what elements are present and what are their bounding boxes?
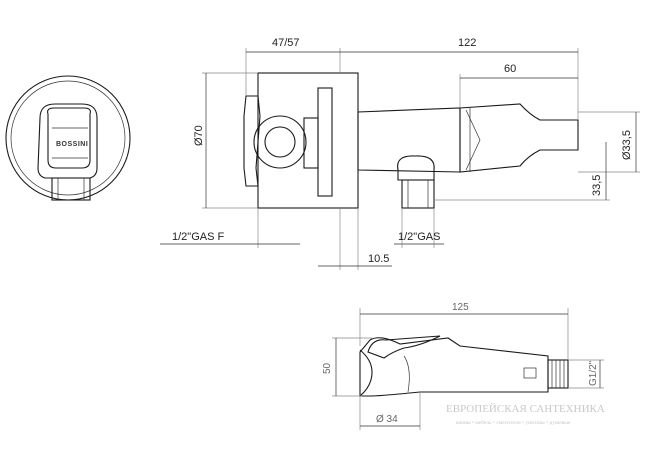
valve-knob-left bbox=[243, 95, 261, 187]
side-view: 47/57 122 60 Ø70 Ø33,5 33,5 1/2"GAS F 1/… bbox=[160, 37, 640, 270]
valve-ring-inner bbox=[264, 126, 296, 158]
shower-trigger bbox=[367, 335, 441, 359]
outlet-thread bbox=[401, 179, 435, 209]
dim-diameter-34: Ø 34 bbox=[376, 414, 398, 425]
wall-plate bbox=[257, 72, 359, 209]
shower-body bbox=[359, 337, 549, 397]
valve-ring-outer bbox=[253, 115, 307, 169]
dim-60: 60 bbox=[504, 63, 516, 75]
brand-label: BOSSINI bbox=[56, 141, 88, 148]
watermark: ЕВРОПЕЙСКАЯ САНТЕХНИКА ванны • мебель • … bbox=[446, 403, 605, 426]
front-handle-lever bbox=[47, 107, 91, 169]
dim-125: 125 bbox=[452, 302, 469, 313]
front-outer-ring bbox=[5, 75, 131, 201]
watermark-subtitle: ванны • мебель • смесители • унитазы • д… bbox=[456, 419, 571, 426]
watermark-title: ЕВРОПЕЙСКАЯ САНТЕХНИКА bbox=[446, 403, 605, 415]
shower-washer bbox=[523, 367, 537, 379]
front-connector bbox=[51, 177, 91, 201]
rosette-flange bbox=[317, 87, 333, 197]
dim-122: 122 bbox=[458, 37, 476, 49]
shower-inner-curve bbox=[403, 355, 410, 393]
front-view: BOSSINI bbox=[5, 75, 131, 201]
hand-shower-view: 125 50 G1/2" Ø 34 bbox=[322, 302, 604, 430]
outlet-elbow bbox=[397, 155, 435, 181]
dim-diameter-33-5: Ø33,5 bbox=[621, 130, 633, 160]
dim-10-5: 10.5 bbox=[368, 253, 389, 265]
rosette-collar bbox=[303, 117, 319, 169]
spout-body bbox=[357, 107, 461, 173]
dim-gas: 1/2"GAS bbox=[398, 231, 440, 243]
holder-head bbox=[459, 103, 579, 173]
holder-bevel bbox=[465, 109, 481, 171]
dim-height-33-5: 33,5 bbox=[591, 175, 603, 196]
dim-height-50: 50 bbox=[322, 362, 333, 374]
dim-47-57: 47/57 bbox=[272, 37, 300, 49]
front-inner-ring bbox=[10, 80, 126, 196]
shower-head-curve bbox=[359, 349, 373, 397]
shower-thread bbox=[547, 359, 569, 389]
dim-diameter-70: Ø70 bbox=[193, 125, 205, 146]
dim-gas-f: 1/2"GAS F bbox=[172, 231, 224, 243]
front-handle-body bbox=[37, 103, 98, 179]
dim-thread-g12: G1/2" bbox=[588, 360, 599, 386]
